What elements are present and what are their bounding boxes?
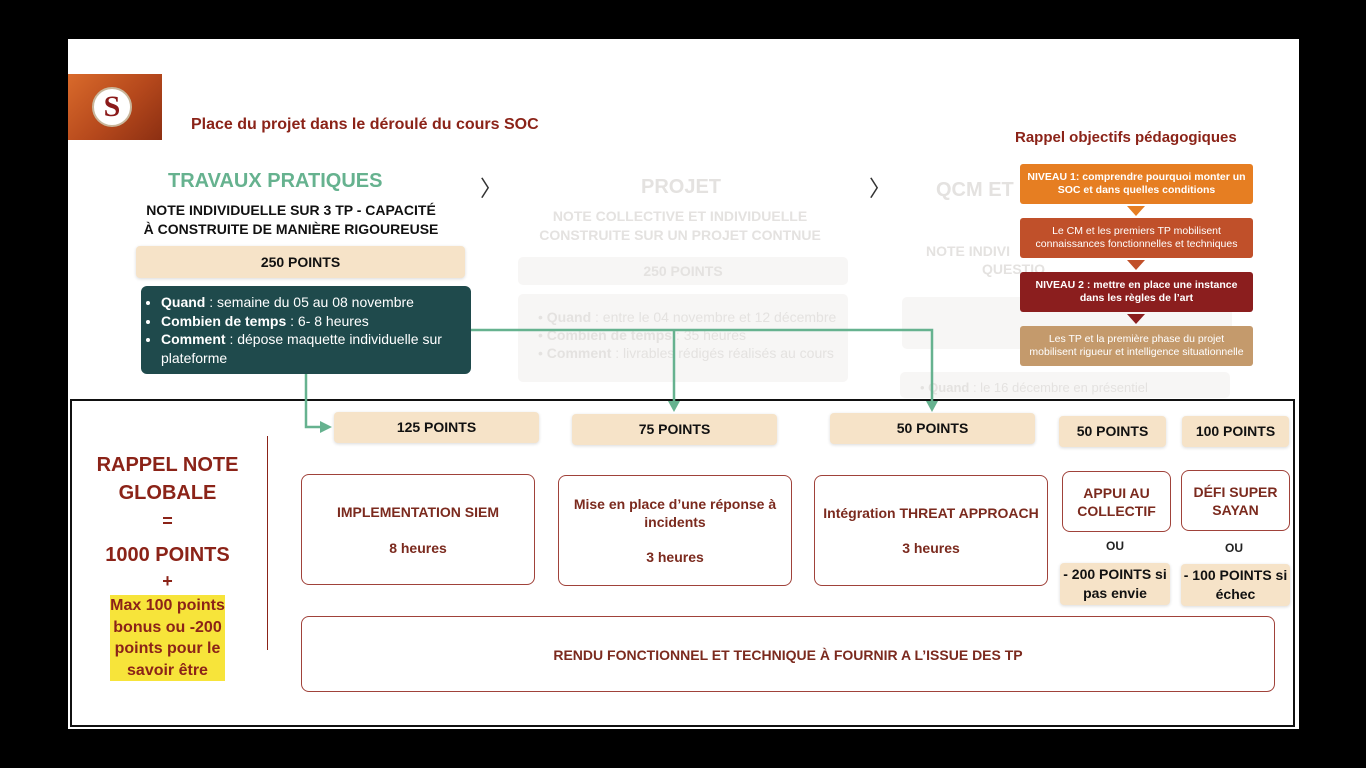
siem-points-badge: 125 POINTS: [334, 412, 539, 443]
chevron-right-icon: 〉: [869, 177, 892, 202]
card-incidents: Mise en place d’une réponse à incidents …: [558, 475, 792, 586]
card-siem: IMPLEMENTATION SIEM 8 heures: [301, 474, 535, 585]
projet-comment-label: Comment: [546, 345, 612, 361]
card-threat-duration: 3 heures: [902, 540, 960, 556]
card-incidents-duration: 3 heures: [646, 549, 704, 565]
arrow-down-icon: [1127, 260, 1145, 270]
card-threat-title: Intégration THREAT APPROACH: [823, 505, 1039, 521]
tp-points-badge: 250 POINTS: [136, 246, 465, 278]
tp-temps: Combien de temps : 6- 8 heures: [161, 312, 461, 331]
projet-points-badge: 250 POINTS: [518, 257, 848, 285]
arrowhead-icon: [320, 421, 332, 433]
tp-comment: Comment : dépose maquette individuelle s…: [161, 330, 461, 367]
tp-title: TRAVAUX PRATIQUES: [168, 170, 383, 192]
projet-quand-text: : entre le 04 novembre et 12 décembre: [591, 309, 837, 325]
card-threat: Intégration THREAT APPROACH 3 heures: [814, 475, 1048, 586]
projet-quand-label: Quand: [546, 309, 592, 325]
qcm-quand-label: Quand: [928, 380, 970, 395]
appui-points-badge: 50 POINTS: [1059, 416, 1166, 447]
arrow-down-icon: [1127, 206, 1145, 216]
projet-subtitle-line1: NOTE COLLECTIVE ET INDIVIDUELLE: [552, 208, 808, 224]
rappel-total: 1000 POINTS: [105, 544, 230, 566]
projet-subtitle: NOTE COLLECTIVE ET INDIVIDUELLE CONSTRUI…: [530, 207, 830, 245]
projet-title: PROJET: [641, 176, 722, 198]
bonus-line3: points pour le: [114, 640, 221, 657]
arrowhead-icon: [926, 401, 938, 412]
chevron-right-icon: 〉: [480, 177, 503, 202]
tp-temps-text: : 6- 8 heures: [286, 312, 369, 329]
appui-penalty: - 200 POINTS si pas envie: [1060, 563, 1170, 605]
appui-ou: OU: [1106, 539, 1124, 553]
objectif-niveau2: NIVEAU 2 : mettre en place une instance …: [1020, 272, 1253, 312]
defi-ou: OU: [1225, 541, 1243, 555]
qcm-title: QCM ET: [936, 179, 1014, 201]
rappel-note-globale: RAPPEL NOTE GLOBALE = 1000 POINTS + Max …: [80, 451, 255, 683]
tp-quand: Quand : semaine du 05 au 08 novembre: [161, 293, 461, 312]
defi-penalty: - 100 POINTS si échec: [1181, 564, 1290, 606]
arrow-to-threat: [471, 328, 934, 405]
card-appui: APPUI AU COLLECTIF: [1062, 471, 1171, 532]
slide: S Place du projet dans le déroulé du cou…: [68, 39, 1299, 729]
divider: [267, 436, 268, 650]
projet-subtitle-line2: CONSTRUITE SUR UN PROJET CONTNUE: [539, 227, 821, 243]
incidents-points-badge: 75 POINTS: [572, 414, 777, 445]
tp-comment-label: Comment: [161, 331, 226, 347]
bonus-note: Max 100 points bonus ou -200 points pour…: [110, 595, 225, 681]
rappel-line1: RAPPEL NOTE: [96, 454, 239, 476]
rappel-line2: GLOBALE: [118, 482, 217, 504]
objectif-tp-projet: Les TP et la première phase du projet mo…: [1020, 326, 1253, 366]
threat-points-badge: 50 POINTS: [830, 413, 1035, 444]
card-defi: DÉFI SUPER SAYAN: [1181, 470, 1290, 531]
card-siem-title: IMPLEMENTATION SIEM: [336, 504, 500, 520]
bonus-line1: Max 100 points: [110, 597, 225, 614]
tp-comment-text: : dépose maquette individuelle sur plate…: [161, 331, 442, 366]
qcm-details: • Quand : le 16 décembre en présentiel: [900, 372, 1230, 398]
tp-quand-label: Quand: [161, 294, 206, 310]
objectif-cm: Le CM et les premiers TP mobilisent conn…: [1020, 218, 1253, 258]
tp-details: Quand : semaine du 05 au 08 novembre Com…: [141, 286, 471, 374]
tp-subtitle-line1: NOTE INDIVIDUELLE SUR 3 TP - CAPACITÉ: [146, 202, 436, 218]
qcm-subtitle-line1: NOTE INDIVI: [926, 243, 1011, 259]
tp-subtitle: NOTE INDIVIDUELLE SUR 3 TP - CAPACITÉ À …: [140, 201, 442, 239]
card-incidents-title: Mise en place d’une réponse à incidents: [573, 496, 777, 530]
slide-title: Place du projet dans le déroulé du cours…: [191, 116, 539, 133]
logo: S: [68, 74, 162, 140]
arrow-to-siem: [304, 374, 324, 429]
rappel-plus: +: [162, 571, 173, 591]
bonus-line2: bonus ou -200: [113, 618, 222, 636]
objectifs-title: Rappel objectifs pédagogiques: [1015, 129, 1237, 146]
projet-comment-text: : livrables rédigés réalisés au cours: [611, 345, 834, 361]
tp-quand-text: : semaine du 05 au 08 novembre: [205, 294, 414, 310]
objectif-niveau1: NIVEAU 1: comprendre pourquoi monter un …: [1020, 164, 1253, 204]
connector-arrows: [304, 328, 938, 433]
qcm-quand-text: : le 16 décembre en présentiel: [969, 380, 1148, 395]
card-defi-title: DÉFI SUPER SAYAN: [1193, 484, 1278, 518]
card-appui-title: APPUI AU COLLECTIF: [1077, 485, 1156, 519]
tp-temps-label: Combien de temps: [161, 312, 287, 329]
card-siem-duration: 8 heures: [389, 540, 447, 556]
tp-subtitle-line2: À CONSTRUITE DE MANIÈRE RIGOUREUSE: [143, 221, 439, 237]
rendu-banner: RENDU FONCTIONNEL ET TECHNIQUE À FOURNIR…: [301, 616, 1275, 692]
logo-emblem: S: [92, 87, 132, 127]
rappel-equals: =: [162, 511, 173, 531]
defi-points-badge: 100 POINTS: [1182, 416, 1289, 447]
bonus-line4: savoir être: [127, 661, 208, 679]
arrowhead-icon: [668, 401, 680, 412]
arrow-down-icon: [1127, 314, 1145, 324]
